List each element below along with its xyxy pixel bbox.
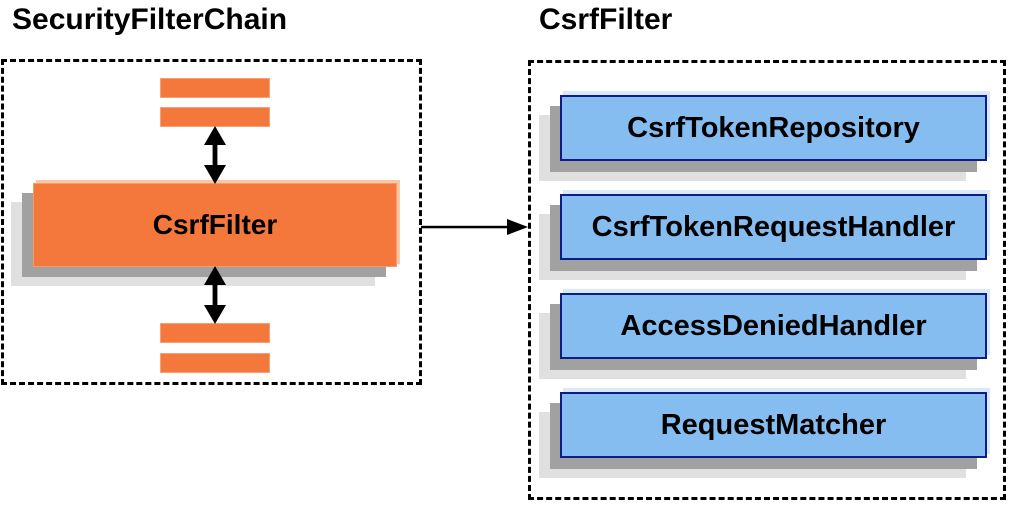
csrf-filter-node: CsrfFilter — [33, 183, 397, 267]
bidirectional-arrow-icon — [204, 266, 226, 324]
csrf-token-repository-label: CsrfTokenRepository — [627, 111, 920, 144]
security-filter-chain-boundary — [1, 59, 422, 385]
csrf-token-request-handler-label: CsrfTokenRequestHandler — [591, 210, 956, 243]
filter-placeholder-bar — [160, 107, 270, 127]
flow-arrow-icon — [421, 219, 528, 235]
access-denied-handler-label: AccessDeniedHandler — [620, 309, 927, 342]
filter-placeholder-bar — [160, 78, 270, 98]
csrf-filter-title: CsrfFilter — [539, 3, 673, 36]
csrf-token-request-handler-node: CsrfTokenRequestHandler — [560, 194, 987, 260]
request-matcher-node: RequestMatcher — [560, 392, 987, 458]
bidirectional-arrow-icon — [204, 126, 226, 184]
csrf-filter-boundary — [528, 60, 1006, 500]
security-filter-chain-title: SecurityFilterChain — [12, 3, 288, 36]
request-matcher-label: RequestMatcher — [660, 408, 887, 441]
access-denied-handler-node: AccessDeniedHandler — [560, 293, 987, 359]
filter-placeholder-bar — [160, 323, 270, 343]
csrf-token-repository-node: CsrfTokenRepository — [560, 95, 987, 161]
filter-placeholder-bar — [160, 353, 270, 373]
csrf-filter-node-label: CsrfFilter — [152, 209, 278, 240]
